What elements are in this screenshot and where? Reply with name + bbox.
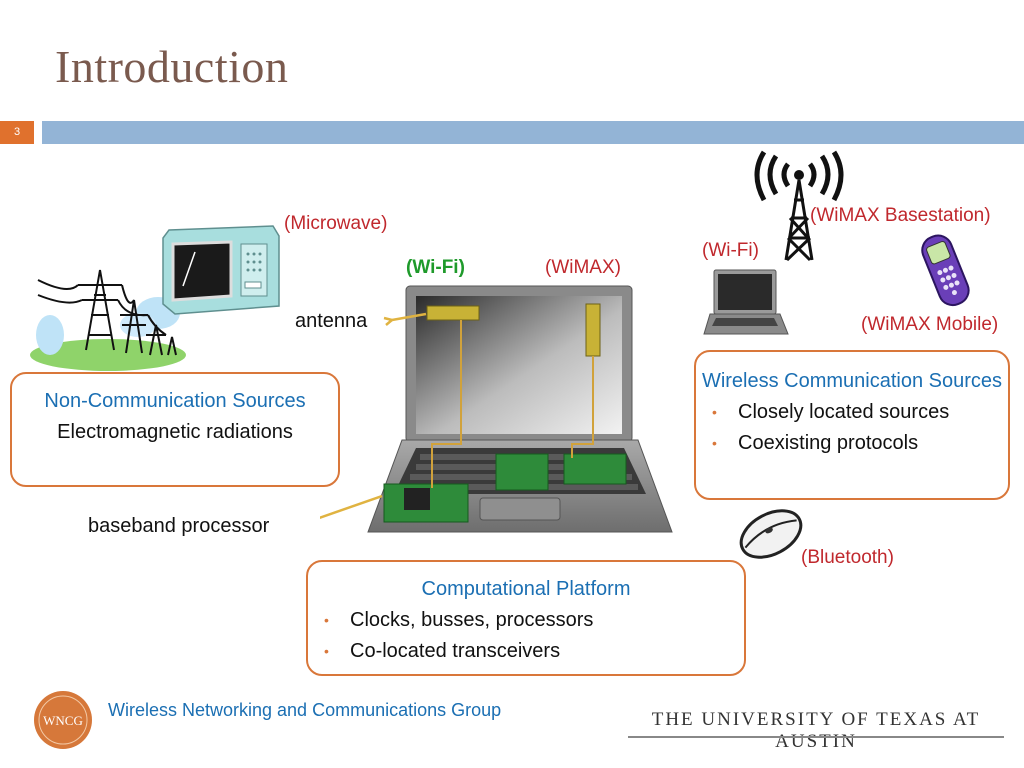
wimax-mobile-label: (WiMAX Mobile) <box>861 314 999 335</box>
non-communication-heading: Non-Communication Sources <box>44 390 306 412</box>
university-name: THE UNIVERSITY OF TEXAS AT AUSTIN <box>651 709 981 752</box>
computational-platform-box: Computational Platform Clocks, busses, p… <box>306 560 746 676</box>
power-lines-image <box>30 269 186 371</box>
list-item: Coexisting protocols <box>696 428 1008 459</box>
wimax-antenna-label: (WiMAX) <box>545 257 621 278</box>
wifi-label-right: (Wi-Fi) <box>702 240 759 261</box>
slide-number: 3 <box>0 121 34 144</box>
small-laptop-image <box>703 269 789 335</box>
non-communication-text: Electromagnetic radiations <box>57 421 293 443</box>
computational-platform-list: Clocks, busses, processors Co-located tr… <box>308 605 744 667</box>
list-item: Co-located transceivers <box>308 636 744 667</box>
mouse-icon <box>739 509 803 559</box>
footer-group-name: Wireless Networking and Communications G… <box>108 700 502 720</box>
non-communication-box: Non-Communication Sources Electromagneti… <box>10 372 340 487</box>
wimax-basestation-label: (WiMAX Basestation) <box>810 205 991 226</box>
wncg-logo: WNCG <box>34 691 92 749</box>
computational-platform-heading: Computational Platform <box>421 578 631 600</box>
page-title: Introduction <box>55 41 289 92</box>
bluetooth-label: (Bluetooth) <box>801 547 894 568</box>
mobile-phone-icon <box>921 234 970 307</box>
wncg-logo-text: WNCG <box>43 713 83 728</box>
baseband-processor-label: baseband processor <box>88 515 270 537</box>
list-item: Clocks, busses, processors <box>308 605 744 636</box>
antenna-label: antenna <box>295 310 368 332</box>
basestation-tower-icon <box>754 150 844 262</box>
microwave-image <box>162 225 280 315</box>
wifi-antenna-label: (Wi-Fi) <box>406 257 465 278</box>
wireless-communication-list: Closely located sources Coexisting proto… <box>696 397 1008 459</box>
microwave-label: (Microwave) <box>284 213 388 234</box>
wireless-communication-box: Wireless Communication Sources Closely l… <box>694 350 1010 500</box>
wireless-communication-heading: Wireless Communication Sources <box>701 370 1003 392</box>
university-underline <box>628 736 1004 738</box>
laptop-image <box>320 285 673 533</box>
header-rule <box>42 121 1024 144</box>
list-item: Closely located sources <box>696 397 1008 428</box>
